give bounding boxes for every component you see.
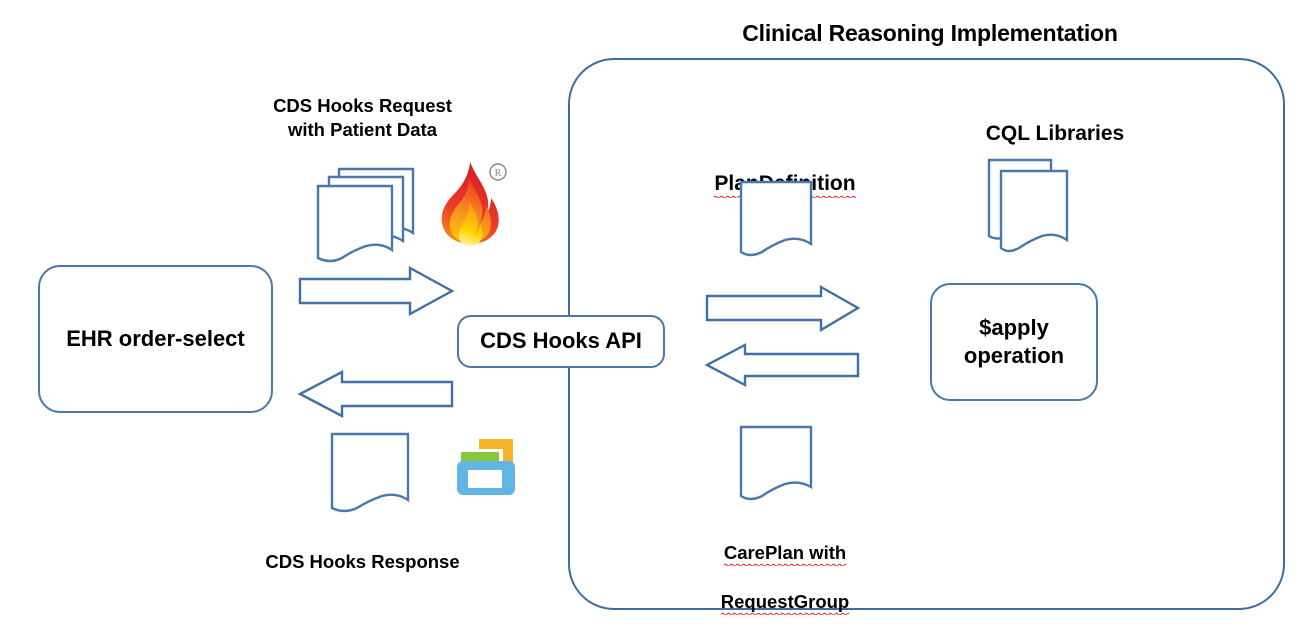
careplan-requestgroup-label: CarePlan with RequestGroup bbox=[670, 517, 900, 616]
response-document-icon bbox=[330, 432, 412, 520]
careplan-document-icon bbox=[739, 425, 815, 509]
page-title: Clinical Reasoning Implementation bbox=[742, 20, 1118, 46]
cds-hooks-response-label: CDS Hooks Response bbox=[265, 551, 460, 572]
cds-hooks-request-label: CDS Hooks Request with Patient Data bbox=[273, 95, 452, 141]
ehr-to-api-arrow bbox=[298, 265, 455, 317]
plandefinition-document-icon bbox=[739, 180, 815, 264]
careplan-label-line1: CarePlan with bbox=[723, 542, 847, 567]
cql-libraries-label: CQL Libraries bbox=[985, 122, 1125, 145]
ehr-box-label: EHR order-select bbox=[66, 325, 245, 351]
ehr-order-select-box[interactable]: EHR order-select bbox=[38, 265, 273, 413]
fhir-flame-icon: R bbox=[436, 160, 508, 250]
api-to-ehr-arrow bbox=[297, 370, 454, 418]
apply-operation-box[interactable]: $apply operation bbox=[930, 283, 1098, 401]
cql-documents-icon bbox=[987, 158, 1073, 254]
request-documents-icon bbox=[313, 163, 421, 263]
cds-hooks-api-box[interactable]: CDS Hooks API bbox=[457, 315, 665, 368]
cds-hooks-api-label: CDS Hooks API bbox=[480, 328, 642, 354]
cds-hooks-logo-icon bbox=[455, 437, 517, 497]
api-to-apply-arrow bbox=[705, 284, 861, 333]
apply-operation-label: $apply operation bbox=[963, 314, 1065, 368]
careplan-label-line2: RequestGroup bbox=[720, 591, 850, 616]
svg-text:R: R bbox=[495, 168, 502, 179]
registered-trademark-icon: R bbox=[489, 163, 507, 181]
apply-to-api-arrow bbox=[704, 343, 860, 387]
